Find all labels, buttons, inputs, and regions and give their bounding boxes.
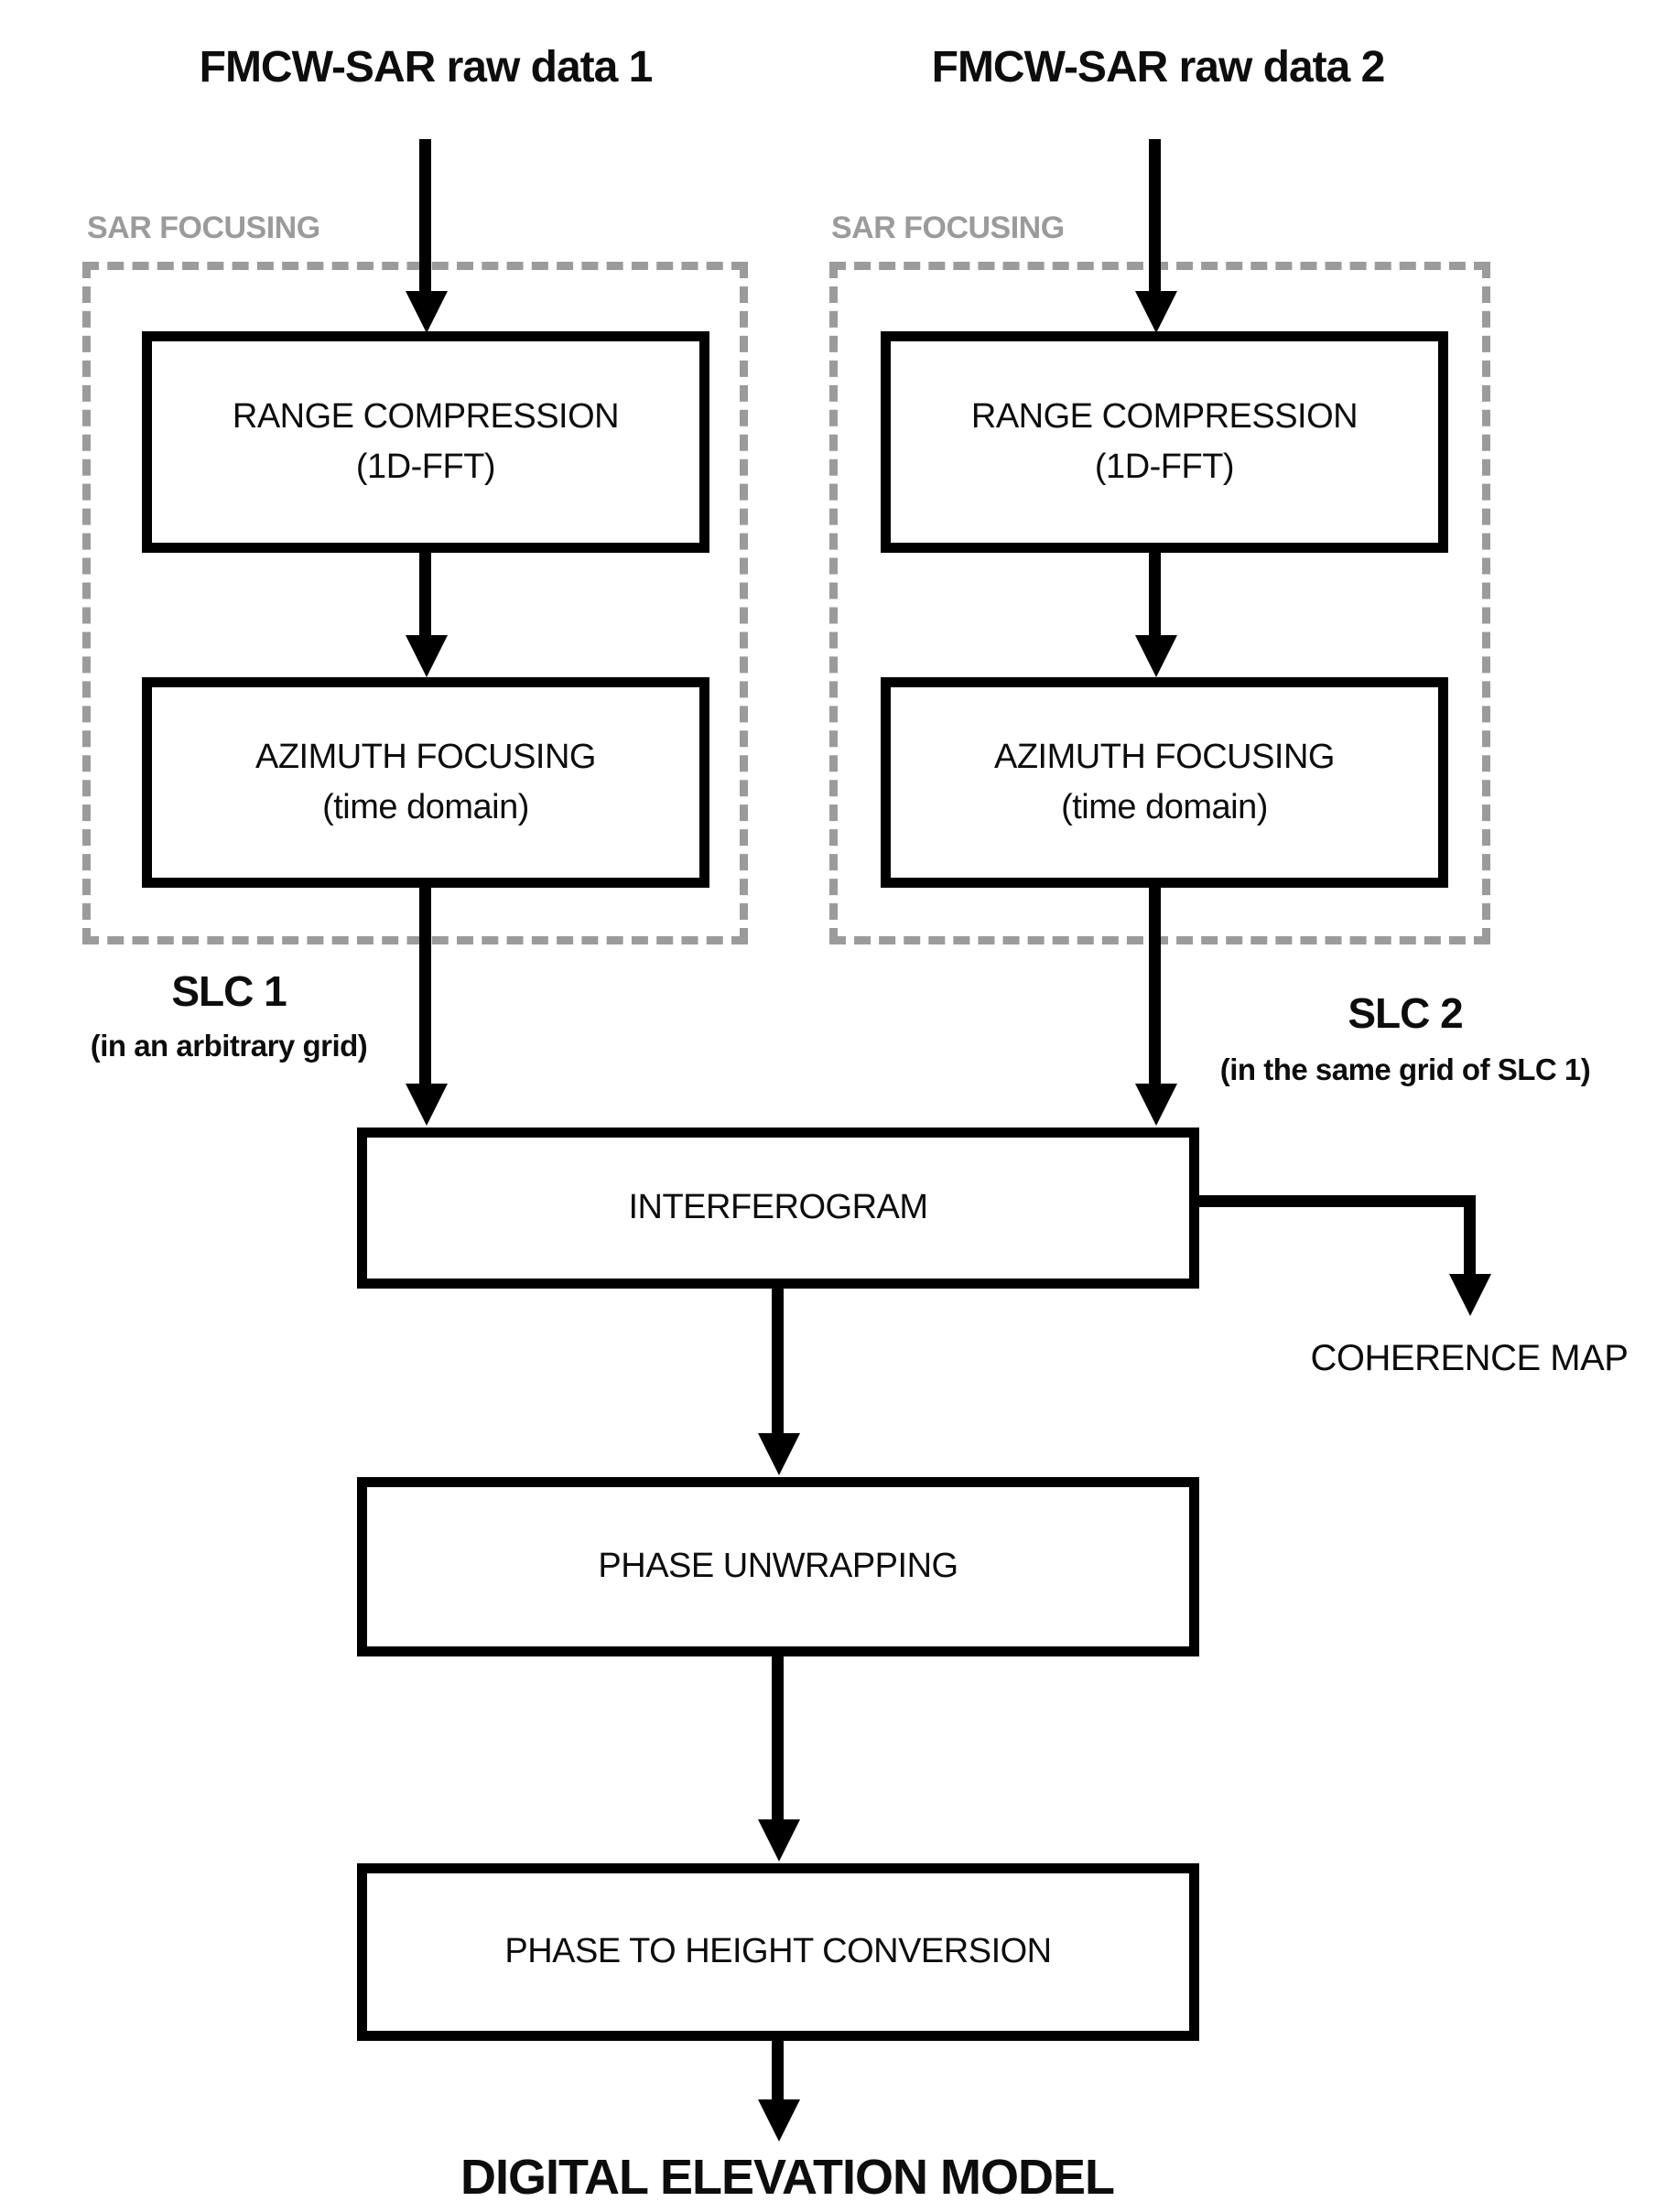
azimuth-focusing-box-1: AZIMUTH FOCUSING (time domain) <box>142 677 709 888</box>
range-compression-2-subtitle: (1D-FFT) <box>1094 448 1235 486</box>
arrow-pth-dem-shaft <box>772 2041 784 2101</box>
arrow-rc-az-2-shaft <box>1149 553 1161 637</box>
arrow-slc1-shaft <box>419 888 431 1085</box>
azimuth-focusing-box-2: AZIMUTH FOCUSING (time domain) <box>881 677 1448 888</box>
group-label-sar-focusing-2: SAR FOCUSING <box>831 210 1065 245</box>
arrow-rc-az-2-head-icon <box>1135 635 1177 677</box>
arrow-pth-dem-head-icon <box>758 2099 800 2142</box>
arrow-input-2-head-icon <box>1135 291 1177 333</box>
range-compression-1-title: RANGE COMPRESSION <box>232 396 620 436</box>
phase-unwrapping-title: PHASE UNWRAPPING <box>598 1547 958 1586</box>
azimuth-focusing-1-subtitle: (time domain) <box>322 788 529 826</box>
slc2-label: SLC 2 <box>1348 989 1463 1037</box>
sar-focusing-group-box-1 <box>82 262 748 944</box>
arrow-pu-pth-head-icon <box>758 1819 800 1861</box>
range-compression-2-title: RANGE COMPRESSION <box>970 396 1359 436</box>
arrow-pu-pth-shaft <box>772 1656 784 1821</box>
azimuth-focusing-2-title: AZIMUTH FOCUSING <box>994 737 1335 776</box>
input-label-raw-data-1: FMCW-SAR raw data 1 <box>199 43 654 92</box>
range-compression-box-1: RANGE COMPRESSION (1D-FFT) <box>142 331 709 553</box>
coherence-connector-horizontal <box>1190 1195 1476 1207</box>
azimuth-focusing-1-title: AZIMUTH FOCUSING <box>255 737 596 776</box>
interferogram-box: INTERFEROGRAM <box>357 1128 1199 1289</box>
arrow-slc2-head-icon <box>1135 1084 1177 1126</box>
arrow-rc-az-1-shaft <box>419 553 431 637</box>
arrow-interferogram-pu-head-icon <box>758 1433 800 1475</box>
coherence-connector-vertical <box>1464 1195 1476 1279</box>
phase-unwrapping-box: PHASE UNWRAPPING <box>357 1477 1199 1656</box>
digital-elevation-model-label: DIGITAL ELEVATION MODEL <box>460 2150 1115 2205</box>
arrow-input-1-shaft <box>419 139 431 295</box>
phase-to-height-title: PHASE TO HEIGHT CONVERSION <box>504 1932 1052 1971</box>
slc1-label: SLC 1 <box>171 967 287 1015</box>
phase-to-height-box: PHASE TO HEIGHT CONVERSION <box>357 1863 1199 2041</box>
arrow-interferogram-pu-shaft <box>772 1289 784 1435</box>
arrow-rc-az-1-head-icon <box>406 635 448 677</box>
azimuth-focusing-2-subtitle: (time domain) <box>1061 788 1268 826</box>
group-label-sar-focusing-1: SAR FOCUSING <box>87 210 320 245</box>
arrow-input-2-shaft <box>1149 139 1161 295</box>
interferogram-title: INTERFEROGRAM <box>628 1188 928 1227</box>
slc1-sublabel: (in an arbitrary grid) <box>90 1029 368 1063</box>
arrow-input-1-head-icon <box>406 291 448 333</box>
arrow-slc2-shaft <box>1149 888 1161 1085</box>
coherence-arrow-head-icon <box>1449 1274 1491 1316</box>
slc2-sublabel: (in the same grid of SLC 1) <box>1219 1052 1591 1086</box>
input-label-raw-data-2: FMCW-SAR raw data 2 <box>931 43 1386 92</box>
range-compression-box-2: RANGE COMPRESSION (1D-FFT) <box>881 331 1448 553</box>
arrow-slc1-head-icon <box>406 1084 448 1126</box>
range-compression-1-subtitle: (1D-FFT) <box>355 448 496 486</box>
coherence-map-label: COHERENCE MAP <box>1310 1338 1629 1378</box>
